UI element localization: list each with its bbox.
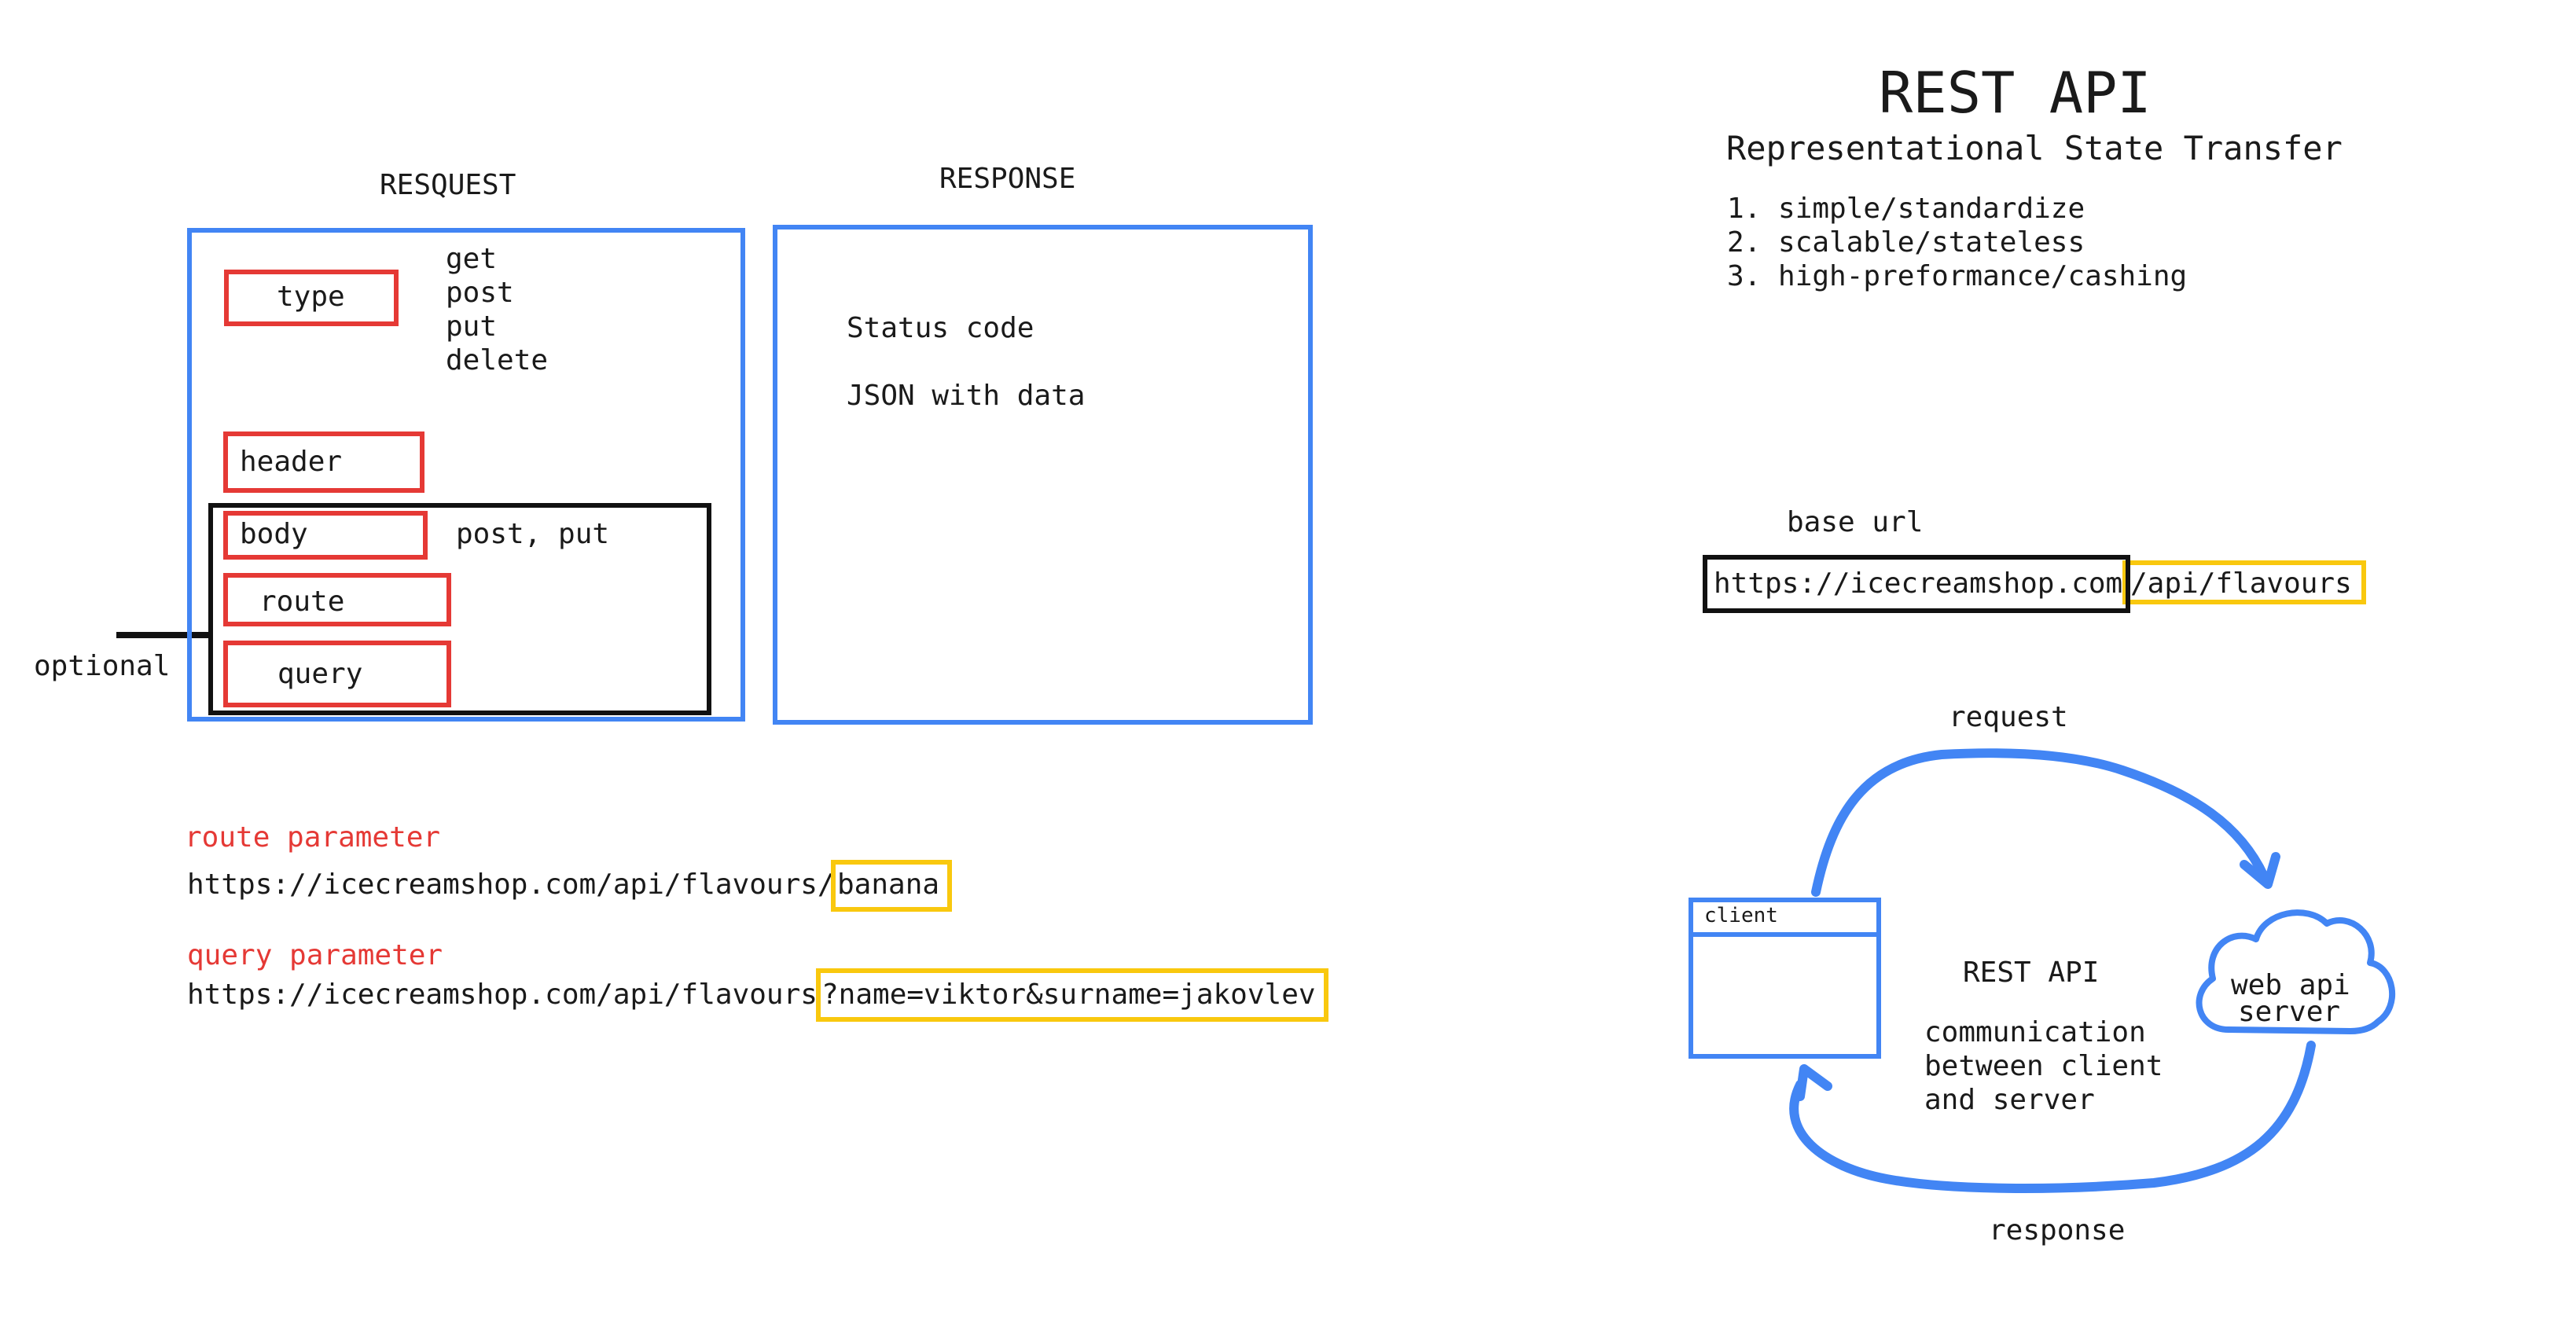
query-label: query: [277, 658, 363, 690]
body-label: body: [240, 518, 308, 550]
rest-api-subtitle: Representational State Transfer: [1726, 129, 2343, 167]
client-label: client: [1704, 904, 1778, 927]
body-box: [223, 511, 428, 560]
json-data-text: JSON with data: [847, 380, 1086, 412]
optional-label: optional: [34, 650, 171, 682]
rest-point-1: 1. simple/standardize: [1727, 193, 2085, 225]
rest-api-title: REST API: [1879, 60, 2152, 126]
method-post: post: [446, 277, 514, 309]
flow-desc-line3: and server: [1924, 1084, 2095, 1116]
client-window-titlebar-divider: [1689, 932, 1881, 937]
header-box: [223, 431, 424, 493]
server-label-line1: web api: [2231, 969, 2350, 1001]
rest-point-2: 2. scalable/stateless: [1727, 226, 2085, 259]
optional-group-box: [208, 503, 711, 715]
query-parameter-label: query parameter: [187, 939, 443, 971]
request-arrow-curve: [1811, 748, 2269, 897]
flow-desc-line2: between client: [1924, 1050, 2163, 1082]
flow-center-title: REST API: [1963, 957, 2100, 989]
route-param-highlight: [831, 860, 952, 912]
body-note: post, put: [456, 518, 610, 550]
header-label: header: [240, 446, 343, 478]
query-param-highlight: [816, 968, 1328, 1022]
method-put: put: [446, 310, 498, 343]
query-url-base: https://icecreamshop.com/api/flavours: [187, 979, 818, 1011]
method-get: get: [446, 243, 498, 275]
type-box: [224, 270, 399, 326]
query-url-param: ?name=viktor&surname=jakovlev: [821, 979, 1316, 1011]
base-url-base: https://icecreamshop.com: [1714, 567, 2123, 600]
route-url-param: banana: [837, 868, 940, 901]
response-box: [773, 225, 1313, 725]
route-label: route: [259, 586, 345, 618]
request-heading: RESQUEST: [380, 169, 516, 201]
rest-point-3: 3. high-preformance/cashing: [1727, 260, 2188, 292]
request-box: [187, 228, 745, 722]
route-parameter-label: route parameter: [185, 821, 441, 854]
flow-desc-line1: communication: [1924, 1016, 2146, 1048]
method-delete: delete: [446, 344, 549, 376]
response-heading: RESPONSE: [939, 163, 1076, 195]
request-flow-label: request: [1949, 701, 2068, 733]
base-url-highlight: [1703, 555, 2130, 613]
base-url-path-highlight: [2122, 560, 2366, 604]
route-box: [223, 573, 451, 626]
status-code-text: Status code: [847, 312, 1034, 344]
type-label: type: [277, 281, 345, 313]
base-url-label: base url: [1787, 506, 1924, 538]
response-arrow-curve: [1789, 1041, 2316, 1193]
query-box: [223, 641, 451, 707]
response-flow-label: response: [1989, 1214, 2126, 1247]
web-api-server-cloud: [2196, 909, 2395, 1034]
server-label-line2: server: [2238, 996, 2341, 1028]
route-url-base: https://icecreamshop.com/api/flavours/: [187, 868, 835, 901]
base-url-path: /api/flavours: [2130, 567, 2352, 600]
response-arrow-head: [1795, 1064, 1832, 1101]
client-window: [1689, 898, 1881, 1059]
request-arrow-head: [2240, 852, 2280, 889]
